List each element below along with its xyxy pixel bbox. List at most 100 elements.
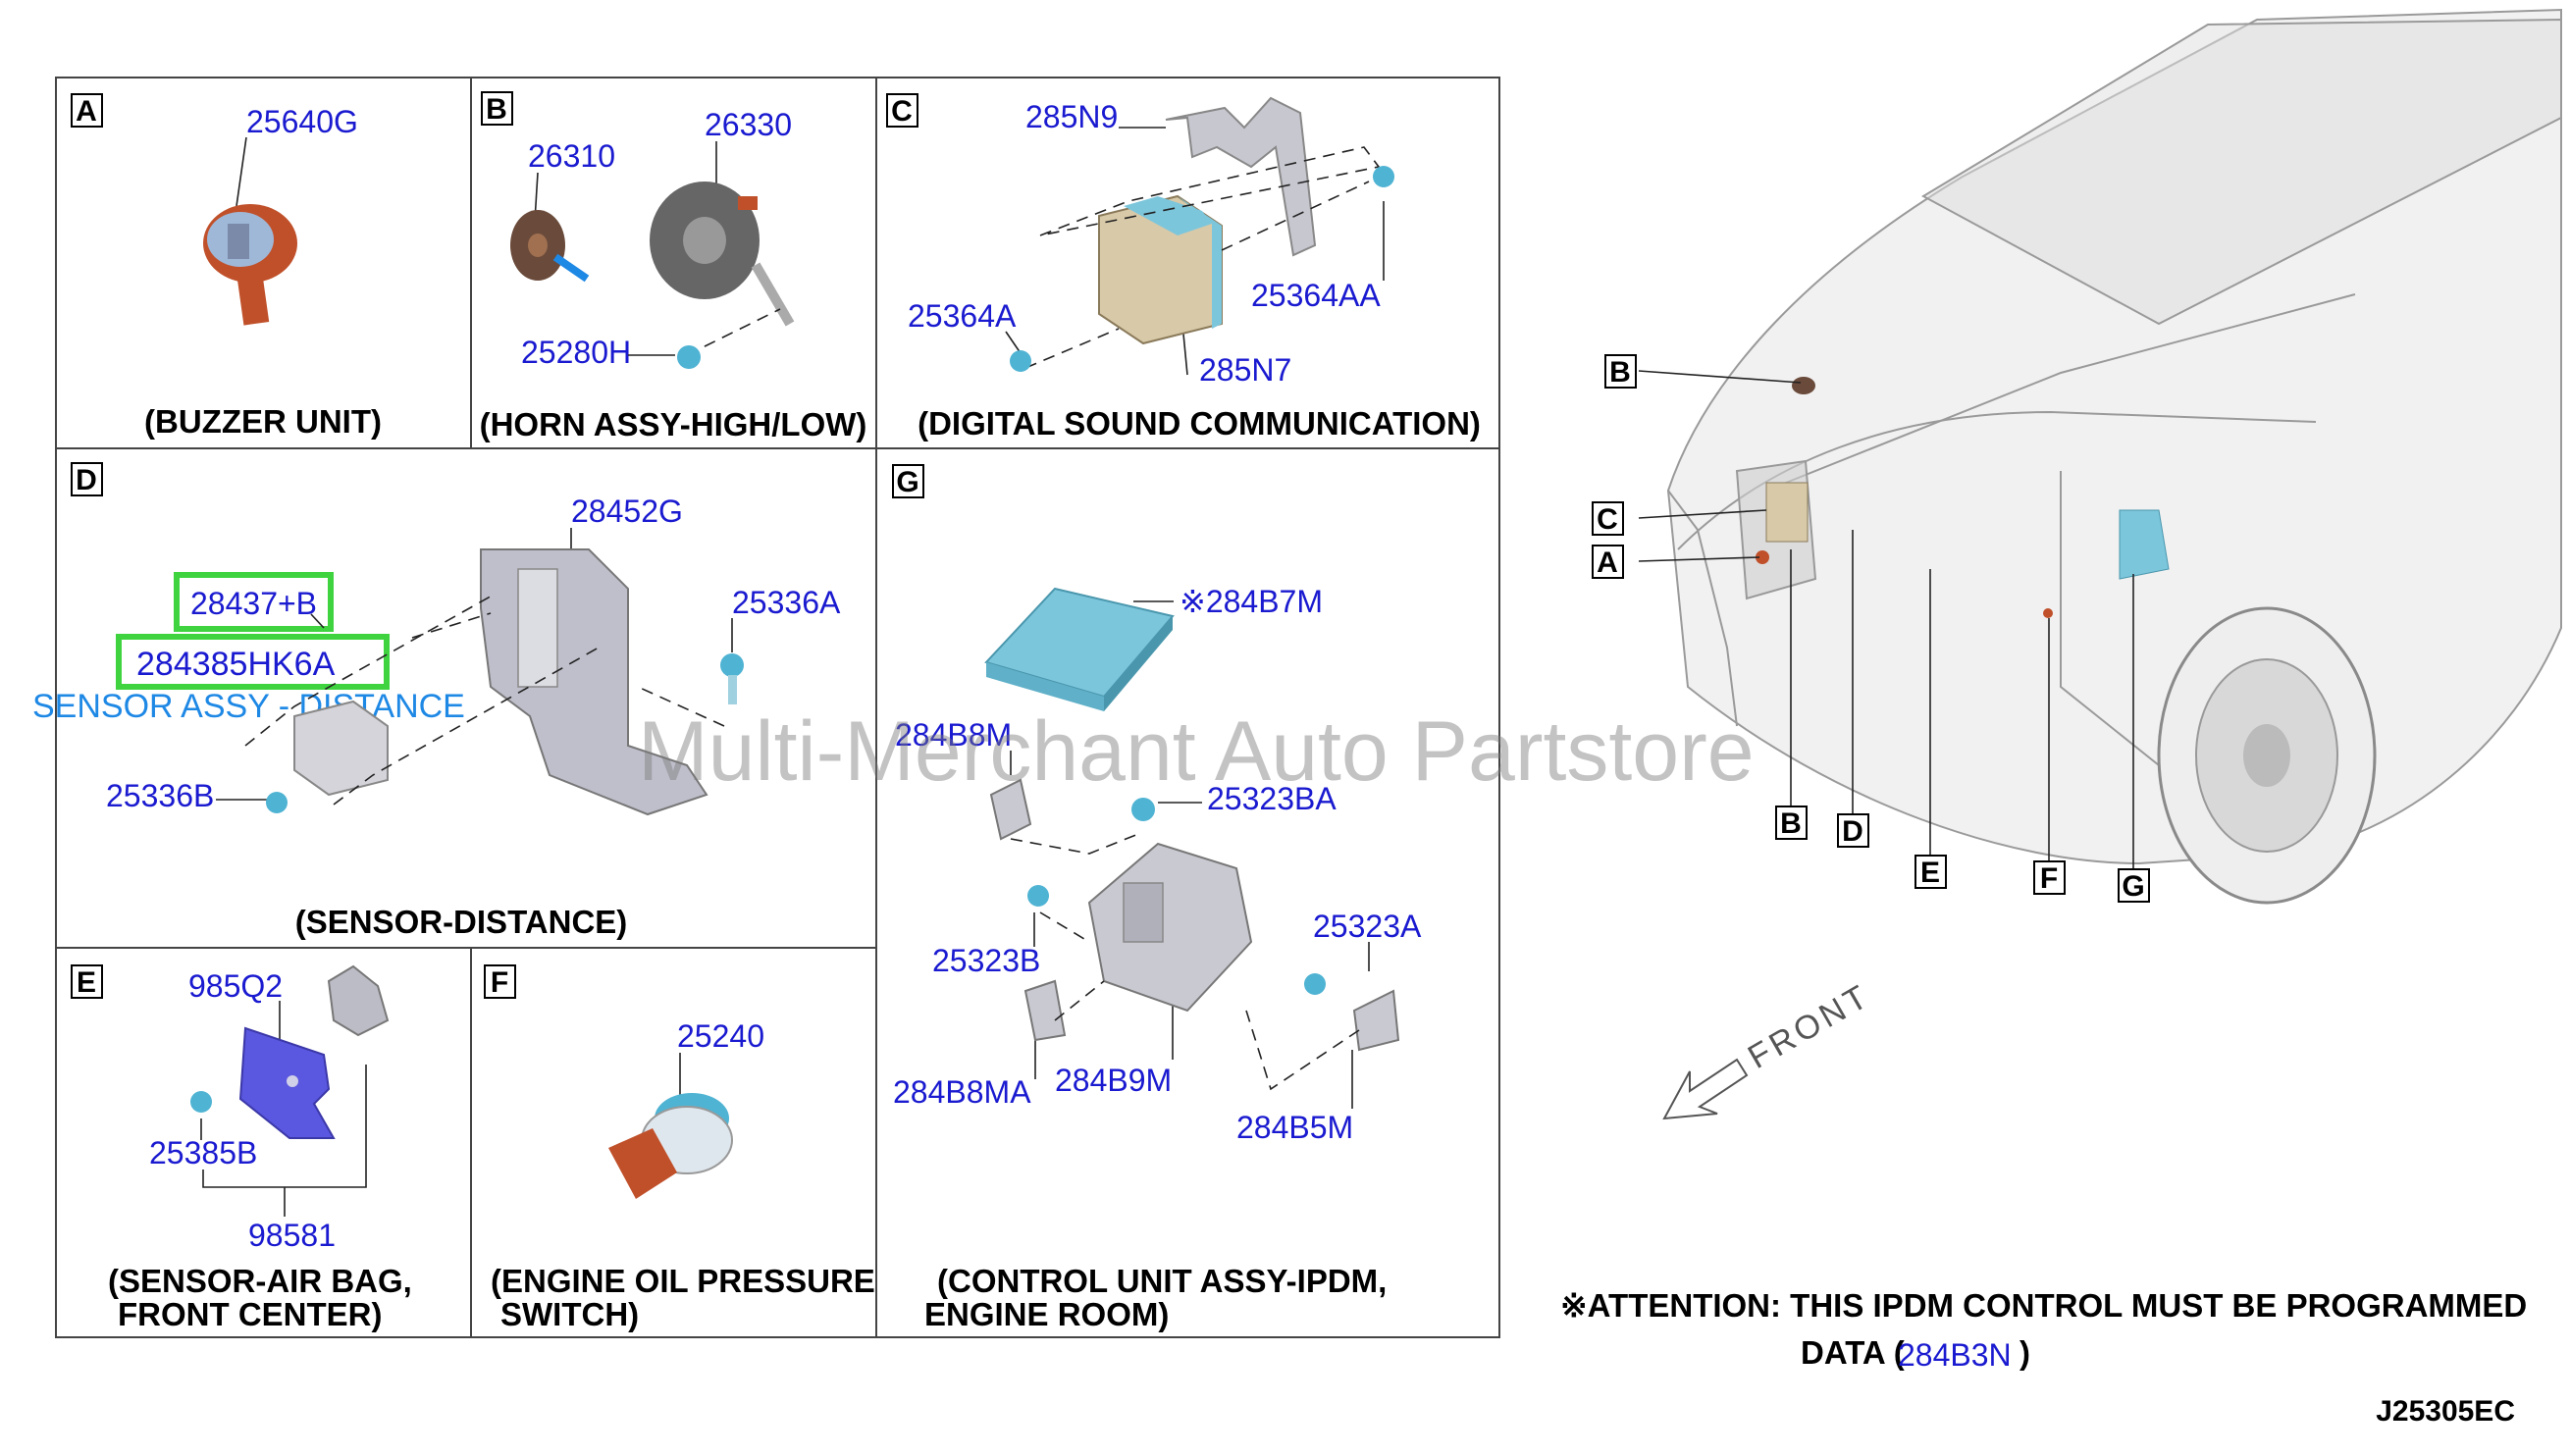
panel-caption: (SENSOR-AIR BAG, [108, 1263, 412, 1299]
panel-letter-box [484, 964, 516, 999]
part-number[interactable]: 25323BA [1207, 781, 1337, 816]
airbag-sensor-bracket-icon [238, 1026, 336, 1139]
part-number[interactable]: 25323B [932, 943, 1040, 978]
car-illustration [1638, 8, 2562, 905]
front-direction-indicator: FRONT [1662, 976, 1877, 1120]
part-number[interactable]: 284385HK6A [136, 646, 336, 683]
panel-caption: SWITCH) [500, 1296, 639, 1332]
part-number[interactable]: 25364A [908, 298, 1017, 334]
ipdm-clip-icon [989, 778, 1400, 1052]
bolt-icon [1373, 166, 1394, 187]
highlight-box [174, 572, 334, 632]
panel-caption: FRONT CENTER) [118, 1296, 382, 1332]
panel-f: F 25240 (ENGINE OIL PRESSURE SWITCH) [484, 964, 875, 1332]
oil-switch-marker [2043, 608, 2053, 618]
attention-suffix: ) [2019, 1334, 2030, 1371]
panel-d: D 28452G 28437+B 284385HK6A SENSOR ASSY … [32, 462, 841, 940]
ipdm-body-icon [1087, 842, 1253, 1013]
car-callouts: B C A B D E F G [1592, 354, 2150, 903]
ipdm-cover-icon [984, 587, 1175, 711]
callout-g[interactable]: G [2122, 870, 2144, 903]
digital-sound-marker [1765, 482, 1809, 543]
bolt-icon [1010, 350, 1031, 372]
part-number[interactable]: 284B8M [895, 717, 1012, 753]
leader-line [236, 136, 247, 207]
part-number[interactable]: 284B5M [1236, 1110, 1353, 1145]
ipdm-marker [2119, 509, 2170, 580]
bolt-icon [266, 792, 288, 813]
part-number[interactable]: 25240 [677, 1018, 764, 1054]
part-number[interactable]: 25364AA [1251, 278, 1381, 313]
panel-letter-box [886, 93, 918, 128]
part-number[interactable]: 26310 [528, 138, 615, 174]
attention-prefix: DATA ( [1801, 1334, 1905, 1371]
bolt-icon [720, 653, 744, 704]
panel-letter: C [891, 95, 913, 128]
part-number[interactable]: 284B9M [1055, 1063, 1172, 1098]
panel-caption: (CONTROL UNIT ASSY-IPDM, [937, 1263, 1387, 1299]
highlight-box [116, 634, 390, 690]
part-number[interactable]: 25336A [732, 585, 841, 620]
part-description: SENSOR ASSY - DISTANCE [32, 688, 465, 725]
callout-b2[interactable]: B [1780, 807, 1802, 840]
attention-line-1: ※ATTENTION: THIS IPDM CONTROL MUST BE PR… [1560, 1287, 2527, 1324]
callout-c[interactable]: C [1597, 503, 1618, 536]
callout-d[interactable]: D [1842, 815, 1863, 848]
sensor-bracket-icon [480, 548, 708, 816]
part-number[interactable]: 285N7 [1199, 352, 1291, 388]
panel-letter-box [71, 462, 103, 496]
panel-letter: B [486, 93, 507, 126]
panel-letter-box [481, 91, 513, 126]
diagram-code: J25305EC [2376, 1395, 2515, 1428]
panel-letter: G [896, 466, 918, 498]
part-number[interactable]: 985Q2 [188, 968, 283, 1004]
part-number[interactable]: 284B8MA [893, 1074, 1031, 1110]
part-number[interactable]: 98581 [248, 1218, 336, 1253]
part-number[interactable]: ※284B7M [1180, 584, 1323, 619]
callout-f[interactable]: F [2040, 862, 2058, 895]
digital-sound-module-icon [1098, 194, 1223, 345]
panel-caption: (HORN ASSY-HIGH/LOW) [480, 406, 867, 442]
part-number[interactable]: 28437+B [190, 586, 317, 621]
bolt-icon [1131, 798, 1155, 821]
panel-caption: ENGINE ROOM) [924, 1296, 1169, 1332]
watermark: Multi-Merchant Auto Partstore [638, 704, 1755, 799]
panel-letter-box [71, 93, 103, 128]
panel-g: G ※284B7M 284B8M 25323BA 25323B 25323A 2… [892, 464, 1422, 1332]
callout-b[interactable]: B [1609, 356, 1631, 389]
panel-letter-box [71, 964, 103, 999]
part-number[interactable]: 28452G [571, 494, 683, 529]
bolt-icon [190, 1091, 212, 1113]
bolt-icon [677, 345, 701, 369]
part-number[interactable]: 285N9 [1025, 99, 1118, 134]
part-number[interactable]: 25640G [246, 104, 358, 139]
front-label: FRONT [1742, 976, 1877, 1075]
horn-low-icon [510, 210, 590, 283]
part-number[interactable]: 25385B [149, 1135, 257, 1170]
panel-letter: A [76, 95, 97, 128]
panel-a: A 25640G (BUZZER UNIT) [71, 93, 382, 440]
attention-part-number[interactable]: 284B3N [1898, 1337, 2012, 1373]
panel-caption: (BUZZER UNIT) [144, 403, 382, 440]
distance-sensor-icon [293, 700, 389, 797]
bolt-icon [1027, 885, 1049, 907]
front-arrow-icon [1662, 1058, 1749, 1120]
horn-marker [1792, 377, 1815, 394]
panel-caption: (DIGITAL SOUND COMMUNICATION) [918, 405, 1481, 442]
part-number[interactable]: 25336B [106, 778, 214, 813]
callout-e[interactable]: E [1920, 857, 1940, 889]
panel-c: C 285N9 25364A 25364AA 285N7 (DIGITAL SO… [886, 93, 1481, 442]
panel-letter: D [76, 464, 97, 496]
panel-caption: (SENSOR-DISTANCE) [295, 904, 628, 940]
part-number[interactable]: 25323A [1313, 909, 1422, 944]
panel-letter: F [491, 966, 508, 999]
panel-caption: (ENGINE OIL PRESSURE [491, 1263, 875, 1299]
part-number[interactable]: 26330 [705, 107, 792, 142]
panel-grid [55, 77, 1500, 1338]
part-number[interactable]: 25280H [521, 335, 631, 370]
panel-e: E 985Q2 25385B 98581 (SENSOR-AIR BAG, FR… [71, 964, 412, 1332]
horn-high-icon [650, 182, 795, 327]
buzzer-marker [1756, 550, 1769, 564]
callout-a[interactable]: A [1597, 546, 1618, 579]
